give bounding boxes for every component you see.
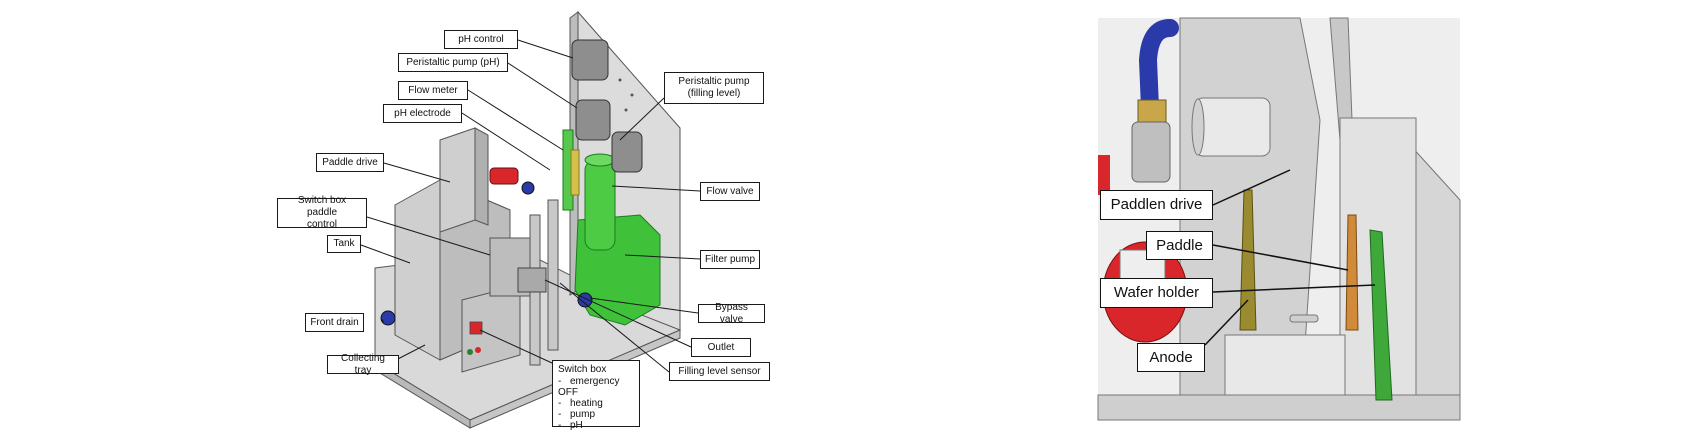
emergency-off-button bbox=[469, 321, 483, 335]
leader-flow-meter bbox=[467, 89, 564, 151]
red-motor bbox=[489, 167, 519, 185]
leader-paddle bbox=[1212, 244, 1349, 271]
label-paddle-drive: Paddle drive bbox=[316, 153, 384, 172]
small-blue-valve bbox=[521, 181, 535, 195]
drive-cylinder-end bbox=[1191, 98, 1205, 156]
drive-cylinder bbox=[1194, 97, 1271, 157]
pillar-right bbox=[547, 199, 559, 351]
paddle-shape bbox=[1345, 214, 1359, 331]
blue-hose bbox=[1138, 19, 1179, 117]
label-tank: Tank bbox=[327, 235, 361, 253]
switch-box-item: pump bbox=[558, 409, 634, 420]
label-bypass-valve: Bypass valve bbox=[698, 302, 765, 325]
leader-flow-valve bbox=[611, 185, 701, 192]
leader-filter-pump bbox=[624, 254, 701, 260]
paddle-drive-side bbox=[474, 127, 489, 226]
leader-ph-electrode bbox=[461, 112, 551, 171]
red-fitting bbox=[1098, 155, 1110, 195]
leader-anode bbox=[1204, 299, 1249, 346]
peristaltic-pump-filling-shape bbox=[611, 131, 643, 173]
label-switch-box-paddle-line2: control bbox=[306, 219, 337, 230]
brass-fitting bbox=[1137, 99, 1167, 123]
left-leader-lines bbox=[360, 39, 701, 373]
label-peristaltic-pump-filling-line2: (filling level) bbox=[687, 88, 741, 99]
anode-shape bbox=[1239, 189, 1257, 331]
label-anode: Anode bbox=[1137, 343, 1205, 372]
outlet-block bbox=[517, 267, 547, 293]
label-wafer-holder: Wafer holder bbox=[1100, 278, 1213, 308]
leader-switch-box-paddle bbox=[366, 216, 491, 256]
closeup-valve-body bbox=[1131, 121, 1171, 183]
label-ph-electrode: pH electrode bbox=[383, 104, 462, 123]
closeup-slot bbox=[1289, 314, 1319, 323]
label-front-drain: Front drain bbox=[305, 313, 364, 332]
leader-switch-box bbox=[479, 329, 553, 364]
peristaltic-pump-ph-shape bbox=[575, 99, 611, 141]
leader-filling-level bbox=[559, 282, 670, 373]
leader-peristaltic-ph bbox=[507, 62, 578, 109]
paddle-drive-block bbox=[439, 127, 476, 233]
panel-hole bbox=[618, 78, 622, 82]
switch-box-item: heating bbox=[558, 398, 634, 409]
front-drain-knob bbox=[380, 310, 396, 326]
filter-cylinder bbox=[584, 159, 616, 251]
label-switch-box: Switch box emergency OFF heating pump pH bbox=[552, 360, 640, 431]
leader-peristaltic-filling bbox=[619, 97, 665, 141]
label-ph-control: pH control bbox=[444, 30, 518, 49]
brass-pipe bbox=[570, 149, 580, 196]
label-paddle: Paddle bbox=[1146, 231, 1213, 260]
leader-paddle-drive bbox=[383, 162, 451, 183]
leader-ph-control bbox=[517, 39, 574, 59]
ph-control-unit bbox=[571, 39, 609, 81]
leader-bypass-valve bbox=[589, 297, 699, 314]
label-flow-valve: Flow valve bbox=[700, 182, 760, 201]
label-filter-pump: Filter pump bbox=[700, 250, 760, 269]
label-flow-meter: Flow meter bbox=[398, 81, 468, 100]
label-switch-box-paddle-line1: Switch box paddle bbox=[297, 195, 347, 218]
closeup-base bbox=[1097, 394, 1461, 421]
right-leader-lines bbox=[1204, 169, 1376, 346]
switch-box-list: emergency OFF heating pump pH bbox=[558, 376, 634, 431]
label-peristaltic-pump-filling: Peristaltic pump (filling level) bbox=[664, 72, 764, 104]
panel-hole bbox=[630, 93, 634, 97]
leader-paddlen-drive bbox=[1212, 169, 1291, 206]
label-outlet: Outlet bbox=[691, 338, 751, 357]
switch-box-item: pH bbox=[558, 420, 634, 431]
label-switch-box-paddle-control: Switch box paddle control bbox=[277, 195, 367, 230]
switch-box-title: Switch box bbox=[558, 364, 607, 375]
panel-hole bbox=[624, 108, 628, 112]
leader-front-drain bbox=[380, 318, 385, 323]
indicator-red bbox=[475, 347, 481, 353]
leader-wafer-holder bbox=[1212, 284, 1376, 293]
label-peristaltic-pump-filling-line1: Peristaltic pump bbox=[678, 76, 750, 87]
label-filling-level-sensor: Filling level sensor bbox=[669, 362, 770, 381]
leader-collecting-tray bbox=[393, 344, 426, 362]
wafer-holder-shape bbox=[1369, 229, 1393, 401]
label-collecting-tray: Collecting tray bbox=[327, 353, 399, 376]
label-paddlen-drive: Paddlen drive bbox=[1100, 190, 1213, 220]
leader-tank bbox=[360, 244, 411, 264]
filter-cylinder-top bbox=[584, 153, 616, 167]
indicator-green bbox=[467, 349, 473, 355]
switch-box-item: emergency OFF bbox=[558, 376, 634, 398]
label-peristaltic-pump-ph: Peristaltic pump (pH) bbox=[398, 53, 508, 72]
